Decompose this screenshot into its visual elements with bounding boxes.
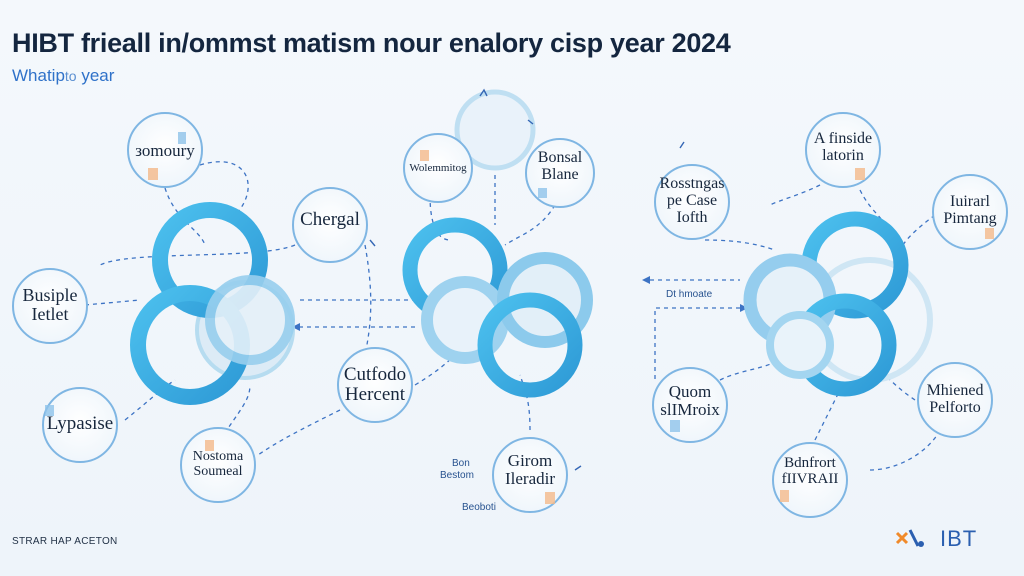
connector-n10-right	[769, 184, 821, 206]
node-n15	[772, 442, 848, 518]
doc-icons	[45, 132, 994, 504]
left-ring-3	[205, 275, 295, 365]
doc-icon	[205, 440, 214, 451]
doc-icon	[855, 168, 865, 180]
node-n8	[337, 347, 413, 423]
connector-n2-left-cluster	[99, 244, 296, 266]
node-n12	[932, 174, 1008, 250]
ibt-logo-text: IBT	[940, 526, 978, 551]
sparkle-icons	[369, 88, 685, 471]
sparkle-icon	[679, 141, 685, 149]
doc-icon	[670, 420, 680, 432]
right-ring-4	[766, 311, 834, 379]
node-n6	[403, 133, 473, 203]
doc-icon	[538, 188, 547, 198]
doc-icon	[545, 492, 555, 504]
arrowhead-left-2	[642, 276, 650, 284]
page-title: HIBT frieall in/ommst matism nour enalor…	[12, 28, 731, 58]
left-cluster	[130, 202, 295, 405]
annotation-bottom-left-3: Beoboti	[462, 502, 496, 513]
doc-icon	[148, 168, 158, 180]
node-n3	[12, 268, 88, 344]
subtitle-mid: to	[64, 68, 77, 84]
doc-icon	[420, 150, 429, 161]
subtitle-prefix: Whatip	[12, 66, 65, 85]
sparkle-icon	[369, 239, 376, 247]
connector-n3-cluster	[84, 299, 141, 306]
node-n11	[654, 164, 730, 240]
node-n2	[292, 187, 368, 263]
arrowhead-left-1	[292, 323, 300, 331]
connector-n11-right	[704, 239, 776, 251]
top-bubble	[454, 89, 536, 171]
node-n14	[917, 362, 993, 438]
right-cluster	[743, 211, 933, 397]
connector-n8-mid	[414, 349, 461, 386]
node-n10	[805, 112, 881, 188]
annotation-middle-right: Dt hmoate	[666, 289, 713, 300]
doc-icon	[45, 405, 54, 416]
node-n5	[180, 427, 256, 503]
connector-n15-n14	[869, 429, 941, 471]
sparkle-icon	[527, 119, 534, 125]
doc-icon	[780, 490, 789, 502]
connector-n4-cluster	[124, 379, 176, 421]
annotation-bottom-left-1: Bon	[452, 458, 470, 469]
doc-icon	[178, 132, 186, 144]
node-n13	[652, 367, 728, 443]
arrowhead-right-2	[740, 304, 748, 312]
connector-n13-right	[719, 359, 781, 381]
footer-caption: STRAR HAP ACETON	[12, 536, 118, 547]
connector-n2-n8	[364, 244, 372, 356]
connector-n12-right	[899, 214, 936, 251]
doc-icon	[985, 228, 994, 239]
node-n4	[42, 387, 118, 463]
connector-n1-n2	[199, 161, 249, 216]
page-subtitle: Whatipto year	[12, 66, 114, 86]
node-n1	[127, 112, 203, 188]
node-n7	[525, 138, 595, 208]
ibt-logo-icon	[895, 529, 924, 547]
subtitle-suffix: year	[81, 66, 115, 85]
mid-ring-4	[477, 292, 583, 398]
connector-n7-mid	[504, 204, 556, 246]
connector-n8-n5	[257, 409, 341, 456]
connector-n15-right	[814, 389, 841, 441]
sparkle-icon	[574, 465, 582, 471]
annotation-bottom-left-2: Bestom	[440, 470, 474, 481]
node-n9	[492, 437, 568, 513]
sparkle-icon	[479, 88, 488, 97]
connector-n6-mid	[429, 194, 451, 241]
middle-cluster	[402, 89, 593, 398]
